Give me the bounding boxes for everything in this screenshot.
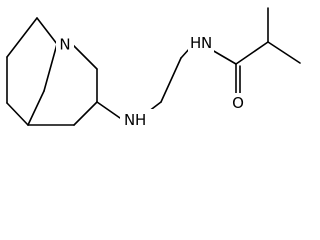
bond [43, 43, 58, 92]
bond [267, 41, 301, 64]
atom-labels: N N H H N O [56, 33, 247, 129]
bond [71, 43, 98, 70]
bond [73, 101, 98, 126]
atom-h-amine: H [135, 111, 146, 129]
chemical-structure: N N H H N O [6, 7, 301, 129]
bond [235, 41, 269, 65]
bond [96, 101, 121, 119]
bond [36, 17, 58, 45]
atom-n-amine: N [124, 111, 135, 129]
atom-o-carbonyl: O [232, 94, 244, 112]
bond [6, 17, 38, 58]
bond [160, 57, 182, 103]
atom-n-amide: N [201, 34, 212, 52]
bond [27, 90, 45, 126]
bond [6, 102, 29, 126]
atom-h-amide: H [190, 34, 201, 52]
bond-lines [6, 7, 301, 126]
bond [211, 49, 237, 65]
atom-n-quinuclidine: N [59, 36, 70, 54]
